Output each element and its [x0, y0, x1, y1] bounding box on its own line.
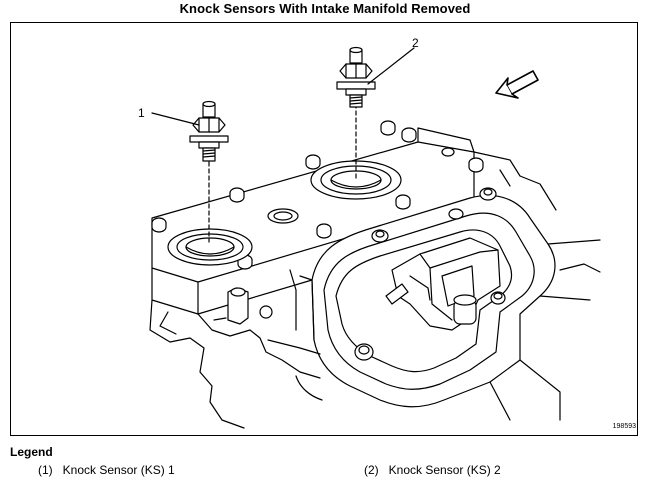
callout-1-label: 1: [138, 106, 145, 120]
locator-lines: [208, 103, 357, 243]
legend-item-number: (1): [38, 463, 53, 477]
engine-right-edge: [473, 151, 601, 273]
legend-item-1: (1) Knock Sensor (KS) 1: [38, 463, 175, 477]
callout-2-leader: [367, 47, 415, 85]
sensor-bore-2: [310, 160, 402, 200]
figure-number: 198593: [612, 423, 636, 430]
sensor-bore-1: [167, 228, 253, 266]
legend-item-label: Knock Sensor (KS) 2: [388, 463, 501, 477]
deck-boss: [267, 208, 299, 224]
legend-item-number: (2): [364, 463, 379, 477]
view-direction-arrow-icon: [495, 70, 539, 99]
legend-item-2: (2) Knock Sensor (KS) 2: [364, 463, 501, 477]
illustration-frame: [10, 22, 638, 436]
engine-block-left: [149, 269, 323, 429]
callout-2-label: 2: [412, 36, 419, 50]
knock-sensor-1-icon: [189, 100, 229, 162]
legend-item-label: Knock Sensor (KS) 1: [62, 463, 175, 477]
callout-1-leader: [151, 112, 200, 126]
figure-title: Knock Sensors With Intake Manifold Remov…: [179, 1, 471, 16]
head-bolts: [151, 120, 484, 270]
central-component: [354, 187, 506, 361]
knock-sensor-2-icon: [336, 46, 376, 108]
legend-heading: Legend: [10, 445, 53, 459]
